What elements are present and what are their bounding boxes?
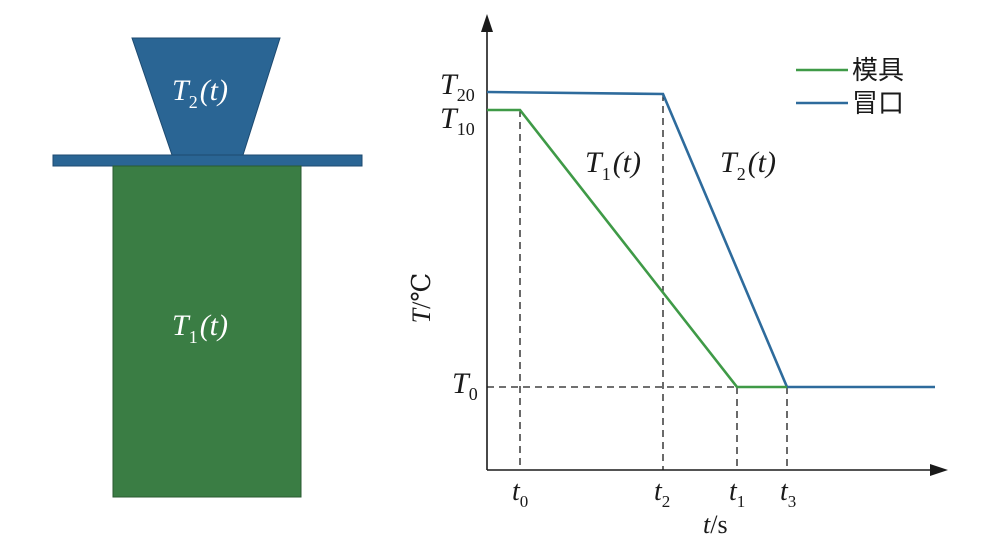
legend-riser-label: 冒口 — [852, 89, 904, 119]
x-tick-t3: t3 — [780, 476, 796, 511]
y-axis-label: T/℃ — [407, 273, 436, 324]
x-axis-arrow — [930, 464, 948, 476]
y-tick-T10: T10 — [440, 102, 475, 139]
riser-curve-label: T2(t) — [720, 146, 776, 184]
x-tick-t1: t1 — [729, 476, 745, 511]
x-tick-t2: t2 — [654, 476, 670, 511]
riser-temperature-label: T2(t) — [172, 74, 228, 112]
x-axis-label: t/s — [703, 510, 728, 539]
legend-mold-label: 模具 — [852, 56, 904, 86]
riser-curve — [486, 90, 935, 389]
mold-shape — [112, 165, 302, 498]
x-tick-t0: t0 — [512, 476, 528, 511]
legend: 模具 冒口 — [796, 56, 904, 119]
mold-curve-label: T1(t) — [585, 146, 641, 184]
temperature-time-chart: T20 T10 T0 T/℃ t0 t2 t1 t3 t/s T — [407, 14, 948, 539]
mold-temperature-label: T1(t) — [172, 309, 228, 347]
mold-riser-schematic: T2(t) T1(t) — [52, 37, 363, 498]
reference-lines — [487, 94, 788, 470]
y-tick-T0: T0 — [452, 367, 478, 404]
mold-curve — [487, 108, 787, 389]
parting-plate — [52, 154, 363, 167]
y-tick-T20: T20 — [440, 68, 475, 105]
y-axis-arrow — [481, 14, 493, 32]
